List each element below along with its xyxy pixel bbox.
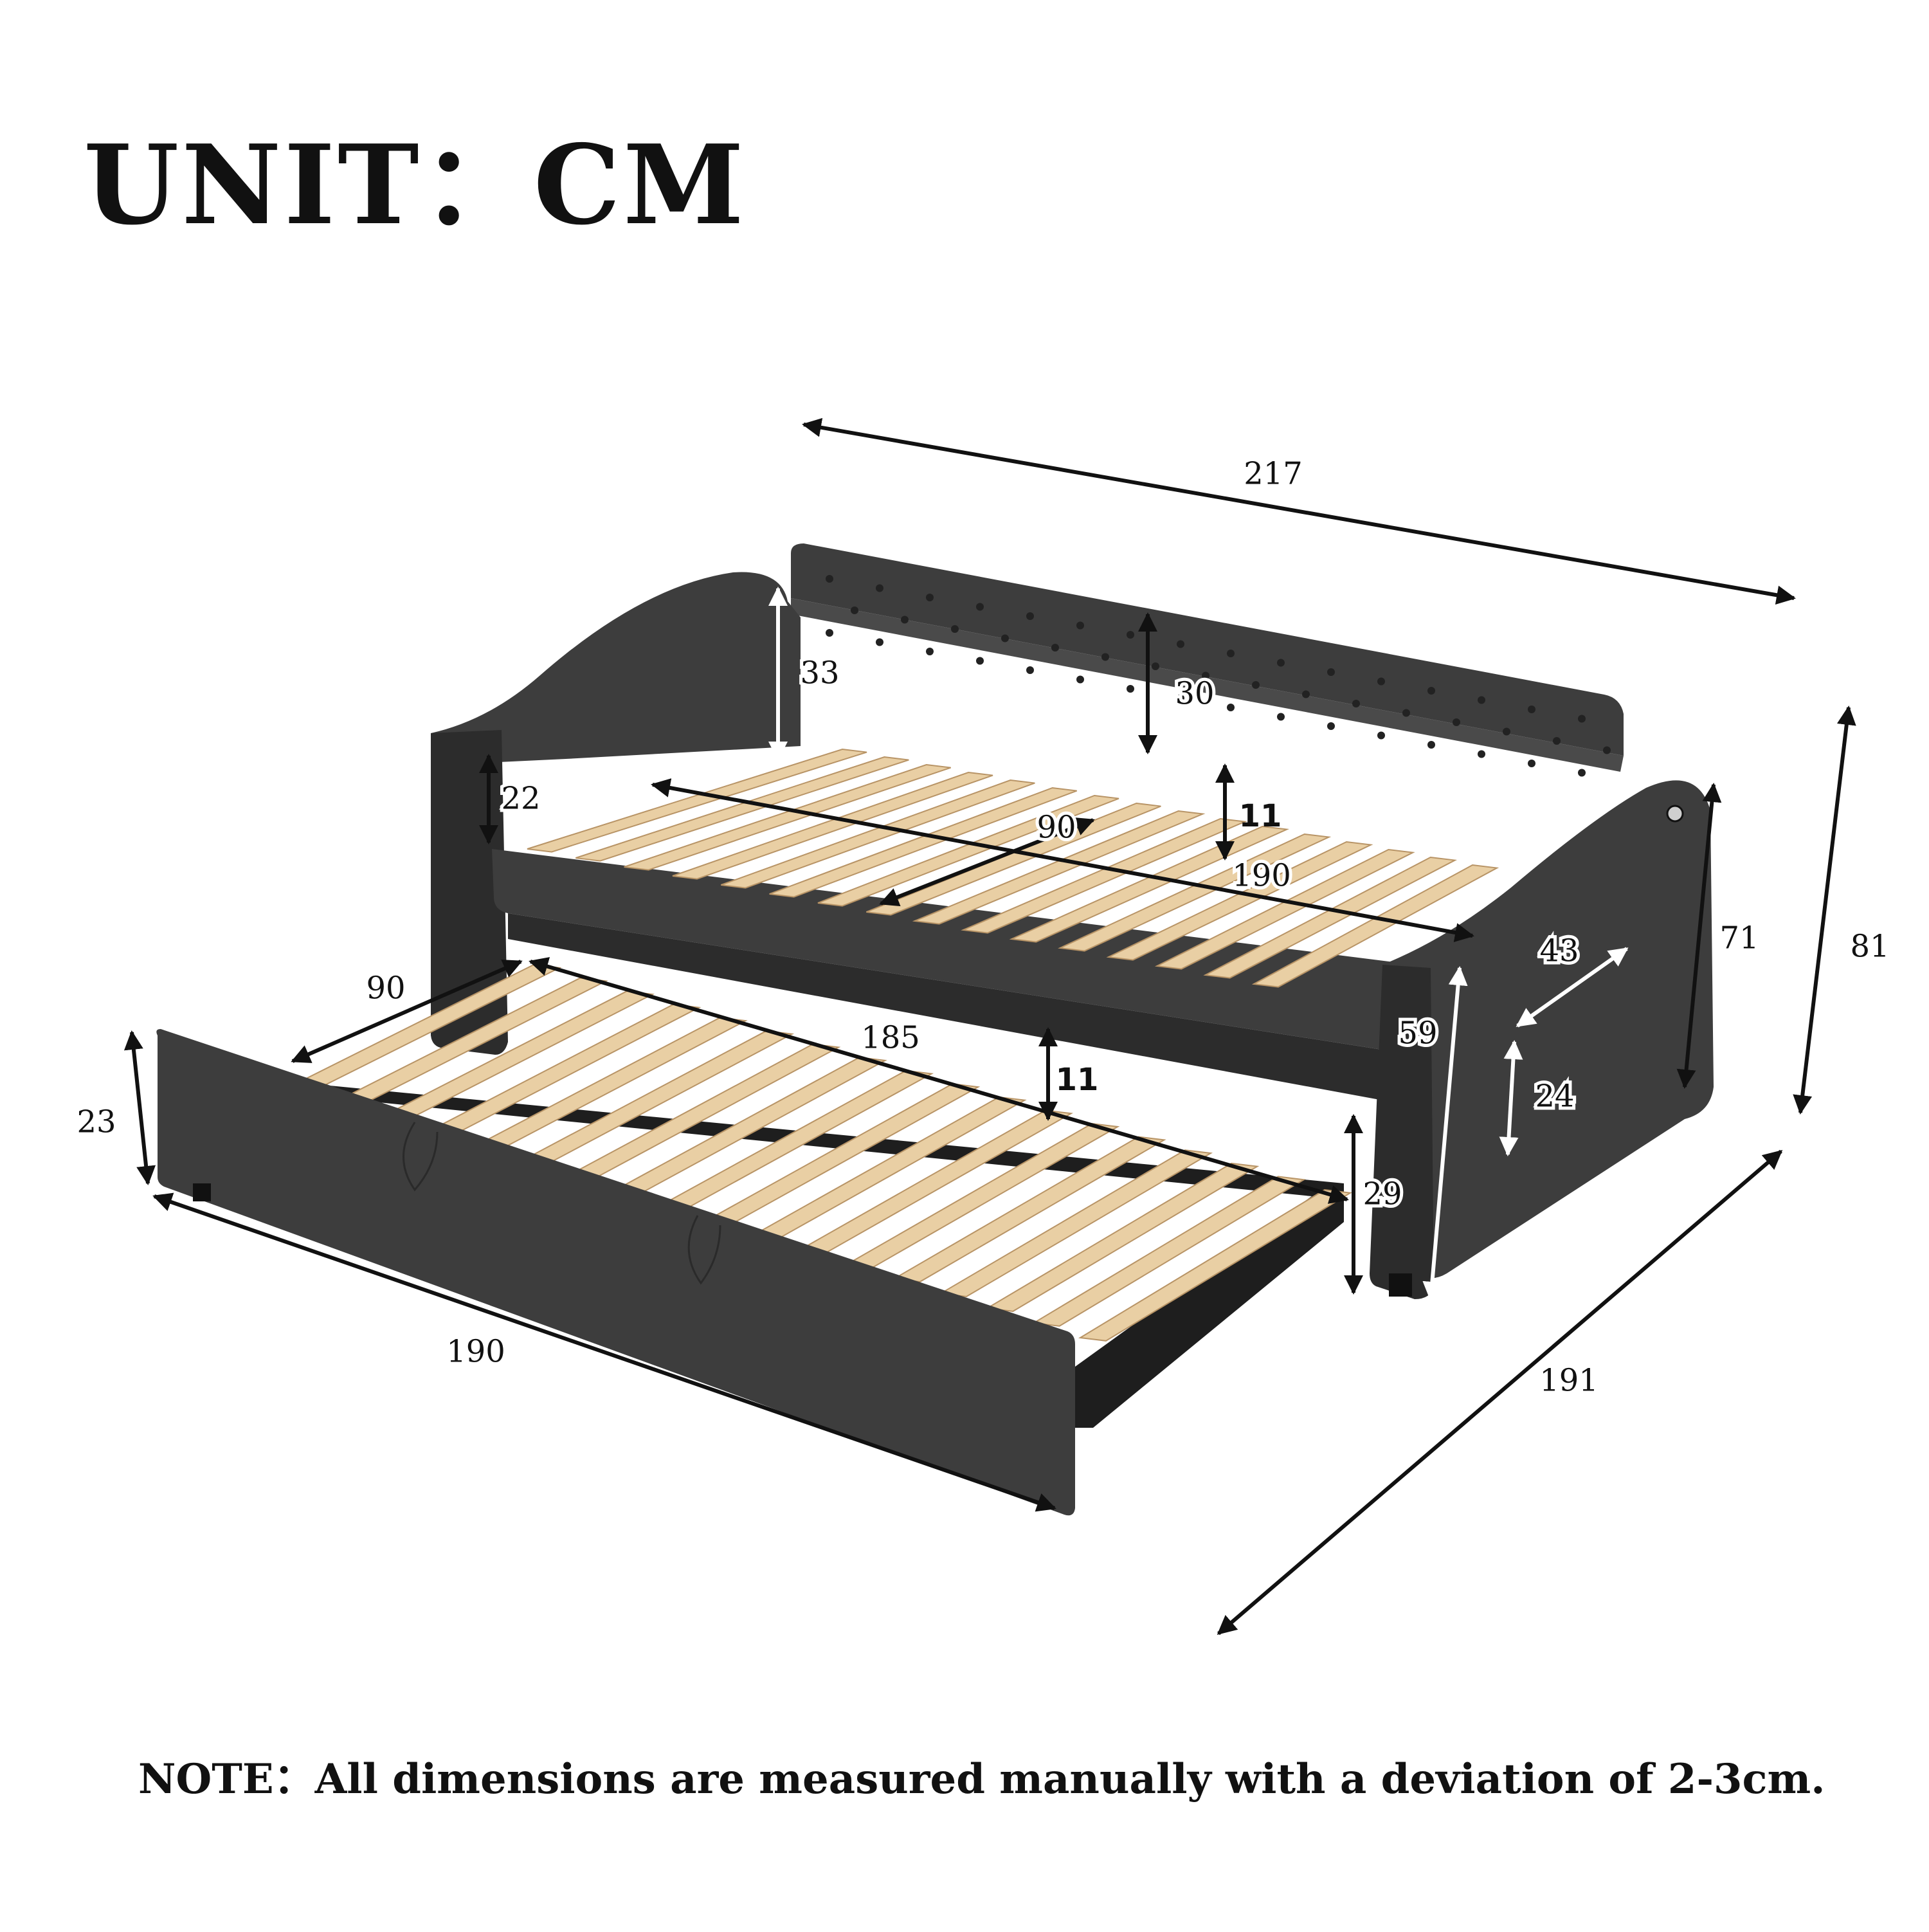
tuft-button — [1427, 741, 1435, 749]
tuft-button — [1277, 659, 1285, 667]
dim-mattress-depth-trundle: 11 — [1056, 1062, 1099, 1098]
tuft-button — [1127, 631, 1134, 639]
dim-arm-inner-height: 33 — [800, 655, 839, 691]
tuft-button — [1402, 709, 1410, 717]
tuft-button — [1152, 662, 1159, 670]
tuft-button — [1026, 612, 1034, 620]
trundle-pull-strap-left — [403, 1122, 439, 1192]
dim-overall-height: 81 — [1850, 929, 1889, 965]
tuft-button — [1076, 621, 1084, 630]
dim-trundle-height: 23 — [77, 1104, 116, 1140]
dim-front-arm-height: 59 — [1398, 1016, 1437, 1052]
tuft-button — [976, 657, 984, 665]
dim-backrest-height: 30 — [1175, 676, 1214, 712]
tuft-button — [826, 629, 833, 637]
tuft-button — [1001, 634, 1009, 642]
backrest-front — [791, 598, 1624, 772]
tuft-button — [926, 594, 934, 601]
tuft-button — [1227, 650, 1235, 657]
dim-overall-length: 217 — [1244, 456, 1303, 492]
dim-mattress-depth-main: 11 — [1239, 798, 1282, 834]
bed-foot-right — [1389, 1273, 1412, 1297]
usb-port-icon — [1666, 805, 1684, 823]
tuft-button — [1227, 704, 1235, 711]
tuft-button — [951, 625, 959, 633]
dim-trundle-length: 185 — [861, 1020, 920, 1056]
tuft-button — [901, 615, 909, 624]
dim-arm-height: 71 — [1719, 920, 1759, 956]
tuft-button — [1327, 722, 1335, 730]
tuft-button — [1603, 746, 1611, 754]
tuft-button — [1528, 760, 1535, 767]
measurement-note: NOTE：All dimensions are measured manuall… — [138, 1755, 1825, 1803]
tuft-button — [1427, 687, 1435, 695]
tuft-button — [1377, 731, 1385, 740]
tuft-button — [1478, 750, 1485, 758]
dim-main-length: 190 — [1232, 858, 1291, 894]
tuft-button — [851, 606, 858, 614]
backrest — [791, 543, 1624, 756]
tuft-button — [876, 638, 883, 646]
tuft-button — [1252, 681, 1260, 689]
tuft-button — [1026, 666, 1034, 674]
tuft-button — [1528, 706, 1535, 713]
dim-trundle-outer-length: 190 — [446, 1334, 505, 1370]
unit-label: UNIT：CM — [84, 121, 747, 250]
tuft-button — [1177, 694, 1184, 702]
tuft-button — [826, 575, 833, 583]
tuft-button — [1202, 671, 1209, 680]
tuft-button — [1478, 696, 1485, 704]
tuft-button — [1101, 653, 1109, 661]
dim-arm-depth: 43 — [1539, 933, 1579, 969]
tuft-button — [976, 603, 984, 611]
dimension-lines — [123, 417, 1856, 1636]
tuft-button — [1051, 644, 1059, 652]
dimension-labels: 217 81 71 191 33 30 22 11 90 190 43 59 2… — [77, 456, 1889, 1399]
tuft-button — [1503, 727, 1510, 736]
tuft-button — [1578, 715, 1586, 723]
tuft-button — [1177, 640, 1184, 648]
dim-main-width: 90 — [1037, 810, 1076, 846]
dim-trundle-width: 90 — [366, 971, 405, 1007]
dim-side-panel-height: 22 — [501, 781, 540, 817]
trundle-foot-left — [193, 1183, 211, 1201]
left-arm — [431, 572, 801, 765]
tuft-button — [1377, 677, 1385, 686]
tuft-button — [1352, 700, 1360, 707]
tuft-button — [876, 584, 883, 592]
tuft-button — [1578, 769, 1586, 777]
tuft-button — [1553, 737, 1561, 745]
tuft-button — [1302, 690, 1310, 698]
tuft-button — [1327, 668, 1335, 676]
dim-arm-lower-height: 24 — [1535, 1079, 1574, 1115]
dim-trundle-gap-height: 29 — [1363, 1176, 1402, 1212]
tuft-button — [1076, 675, 1084, 684]
tuft-button — [1453, 718, 1460, 726]
tuft-button — [1127, 685, 1134, 693]
tuft-button — [926, 648, 934, 655]
tuft-button — [1277, 713, 1285, 721]
dim-overall-depth: 191 — [1539, 1363, 1598, 1399]
